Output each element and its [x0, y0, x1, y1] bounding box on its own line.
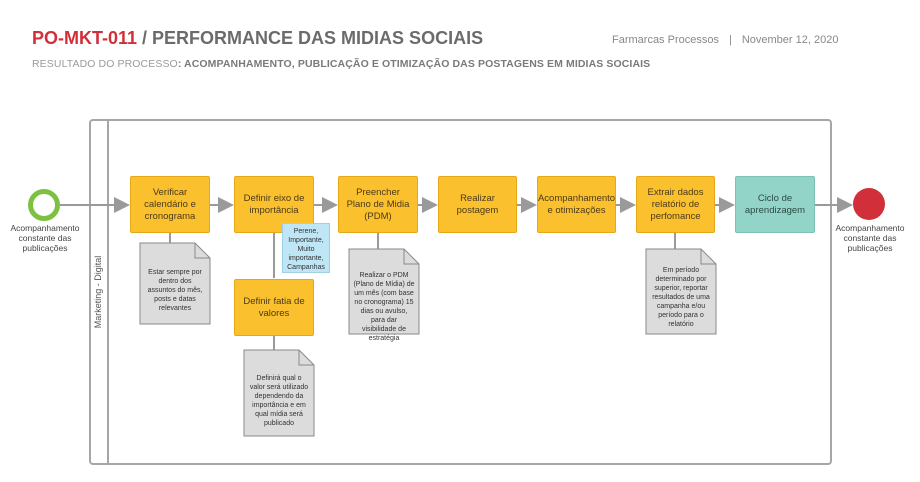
- swimlane-pool: [89, 119, 832, 465]
- note-text-1: Estar sempre por dentro dos assuntos do …: [147, 269, 203, 312]
- start-event: [28, 189, 60, 221]
- note-shape-4: [243, 349, 315, 437]
- task-ciclo-aprendizagem[interactable]: Ciclo de aprendizagem: [735, 176, 815, 233]
- task-definir-fatia[interactable]: Definir fatia de valores: [234, 279, 314, 336]
- subtitle-main: : ACOMPANHAMENTO, PUBLICAÇÃO E OTIMIZAÇÃ…: [177, 58, 651, 70]
- meta-separator: |: [728, 34, 732, 46]
- note-shape-3: [645, 248, 717, 335]
- process-code: PO-MKT-011: [32, 28, 138, 48]
- note-text-3: Em período determinado por superior, rep…: [652, 267, 710, 328]
- task-extrair-dados[interactable]: Extrair dados relatório de perfomance: [636, 176, 715, 233]
- process-title: / PERFORMANCE DAS MIDIAS SOCIAIS: [142, 28, 484, 48]
- task-acompanhamento[interactable]: Acompanhamento e otimizações: [537, 176, 616, 233]
- task-verificar-calendario[interactable]: Verificar calendário e cronograma: [130, 176, 210, 233]
- start-event-label: Acompanhamento constante das publicações: [10, 223, 80, 253]
- task-realizar-postagem[interactable]: Realizar postagem: [438, 176, 517, 233]
- page-subtitle: RESULTADO DO PROCESSO: ACOMPANHAMENTO, P…: [32, 58, 650, 70]
- end-event: [853, 188, 885, 220]
- task-preencher-plano[interactable]: Preencher Plano de Midia (PDM): [338, 176, 418, 233]
- header-meta: Farmarcas Processos | November 12, 2020: [612, 34, 838, 46]
- importance-memo: Perene, Importante, Muito importante, Ca…: [282, 223, 330, 273]
- header-date: November 12, 2020: [741, 34, 839, 46]
- page-title: PO-MKT-011 / PERFORMANCE DAS MIDIAS SOCI…: [32, 28, 483, 49]
- company-name: Farmarcas Processos: [612, 34, 719, 46]
- end-event-label: Acompanhamento constante das publicações: [835, 223, 905, 253]
- lane-separator: [107, 120, 109, 464]
- note-text-4: Definirá qual o valor será utilizado dep…: [249, 375, 309, 427]
- note-shape-1: [139, 242, 211, 325]
- note-shape-2: [348, 248, 420, 335]
- note-text-2: Realizar o PDM (Plano de Mídia) de um mê…: [353, 272, 415, 342]
- subtitle-prefix: RESULTADO DO PROCESSO: [32, 58, 178, 70]
